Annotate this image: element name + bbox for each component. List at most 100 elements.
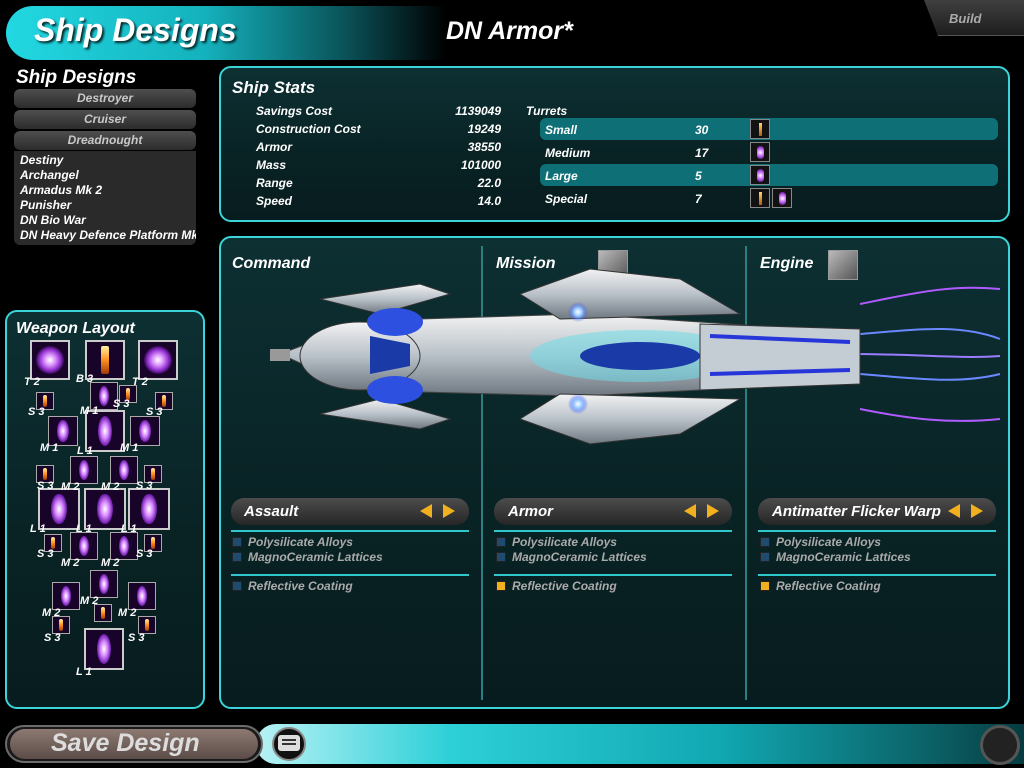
stat-label: Savings Cost [256, 104, 333, 118]
weapon-slot[interactable] [144, 534, 162, 552]
mission-next-arrow-icon[interactable] [707, 504, 719, 518]
build-tab[interactable] [924, 0, 1024, 36]
section-divider [481, 246, 483, 700]
slot-label: M 2 [101, 481, 120, 493]
turret-value: 5 [695, 169, 702, 183]
turret-label: Large [545, 169, 578, 183]
slot-label: M 2 [80, 595, 99, 607]
weapon-slot[interactable] [44, 534, 62, 552]
option-checkbox[interactable] [232, 537, 242, 547]
slot-label: S 3 [136, 548, 153, 560]
slot-label: S 3 [37, 480, 54, 492]
slot-label: L 1 [30, 523, 46, 535]
slot-label: B 3 [76, 373, 94, 385]
option-label: Reflective Coating [248, 579, 353, 593]
option-checkbox[interactable] [496, 552, 506, 562]
option-checkbox[interactable] [760, 537, 770, 547]
option-label: Polysilicate Alloys [776, 535, 881, 549]
mission-system-name: Armor [508, 503, 554, 520]
small-turret-icon [750, 119, 770, 139]
large-turret-icon [750, 165, 770, 185]
category-dreadnought-button[interactable]: Dreadnought [14, 131, 196, 150]
design-list[interactable]: Destiny Archangel Armadus Mk 2 Punisher … [14, 151, 196, 245]
turret-value: 30 [695, 123, 709, 137]
weapon-slot[interactable] [128, 582, 156, 610]
weapon-slot[interactable] [94, 604, 112, 622]
list-item[interactable]: Armadus Mk 2 [20, 183, 103, 197]
list-item[interactable]: Archangel [20, 168, 79, 182]
command-prev-arrow-icon[interactable] [420, 504, 432, 518]
weapon-slot[interactable] [52, 616, 70, 634]
slot-label: S 3 [128, 632, 145, 644]
weapon-slot[interactable] [90, 382, 118, 410]
weapon-slot[interactable] [110, 532, 138, 560]
separator [231, 574, 469, 576]
weapon-slot[interactable] [128, 488, 170, 530]
option-checkbox[interactable] [760, 581, 770, 591]
option-checkbox[interactable] [232, 552, 242, 562]
engine-slot-icon[interactable] [828, 250, 858, 280]
weapon-slot[interactable] [38, 488, 80, 530]
save-design-label[interactable]: Save Design [51, 729, 200, 757]
stat-value: 38550 [467, 140, 501, 154]
weapon-slot[interactable] [138, 616, 156, 634]
weapon-slot[interactable] [110, 456, 138, 484]
weapon-slot[interactable] [30, 340, 70, 380]
weapon-slot[interactable] [85, 340, 125, 380]
slot-label: M 1 [120, 442, 139, 454]
build-tab-label[interactable]: Build [949, 11, 982, 26]
medium-turret-icon [750, 142, 770, 162]
option-checkbox[interactable] [496, 537, 506, 547]
slot-label: S 3 [136, 480, 153, 492]
weapon-slot[interactable] [70, 532, 98, 560]
option-checkbox[interactable] [760, 552, 770, 562]
category-cruiser-button[interactable]: Cruiser [14, 110, 196, 129]
weapon-slot[interactable] [70, 456, 98, 484]
footer-bar [256, 724, 1024, 764]
separator [758, 530, 996, 532]
weapon-slot[interactable] [155, 392, 173, 410]
weapon-slot[interactable] [52, 582, 80, 610]
command-next-arrow-icon[interactable] [443, 504, 455, 518]
slot-label: T 2 [24, 376, 40, 388]
slot-label: S 3 [37, 548, 54, 560]
stat-label: Construction Cost [256, 122, 361, 136]
slot-label: S 3 [146, 406, 163, 418]
option-label: Polysilicate Alloys [512, 535, 617, 549]
ship-stats-title: Ship Stats [232, 78, 316, 97]
option-label: MagnoCeramic Lattices [776, 550, 911, 564]
weapon-slot[interactable] [119, 385, 137, 403]
option-checkbox[interactable] [232, 581, 242, 591]
command-system-name: Assault [244, 503, 299, 520]
mission-prev-arrow-icon[interactable] [684, 504, 696, 518]
weapon-slot[interactable] [144, 465, 162, 483]
list-item[interactable]: DN Bio War [20, 213, 86, 227]
category-destroyer-button[interactable]: Destroyer [14, 89, 196, 108]
weapon-slot[interactable] [130, 416, 160, 446]
weapon-slot[interactable] [36, 392, 54, 410]
weapon-slot[interactable] [85, 410, 125, 452]
section-title-engine: Engine [760, 255, 814, 272]
slot-label: M 2 [42, 607, 61, 619]
engine-trails [849, 286, 1001, 422]
turret-label: Special [545, 192, 588, 206]
option-checkbox[interactable] [496, 581, 506, 591]
engine-next-arrow-icon[interactable] [971, 504, 983, 518]
page-title: Ship Designs [34, 12, 237, 48]
turret-label: Medium [545, 146, 591, 160]
chat-button[interactable] [272, 727, 306, 761]
list-item[interactable]: Destiny [20, 153, 64, 167]
weapon-slot[interactable] [36, 465, 54, 483]
corner-round-button[interactable] [980, 725, 1020, 765]
weapon-slot[interactable] [84, 488, 126, 530]
list-item[interactable]: DN Heavy Defence Platform Mk [20, 228, 196, 242]
list-item[interactable]: Punisher [20, 198, 72, 212]
weapon-slot[interactable] [90, 570, 118, 598]
save-design-button-face[interactable] [10, 729, 258, 759]
design-list-title: Ship Designs [16, 67, 137, 88]
engine-prev-arrow-icon[interactable] [948, 504, 960, 518]
weapon-slot[interactable] [48, 416, 78, 446]
weapon-slot[interactable] [138, 340, 178, 380]
weapon-slot[interactable] [84, 628, 124, 670]
design-name: DN Armor* [446, 17, 573, 45]
